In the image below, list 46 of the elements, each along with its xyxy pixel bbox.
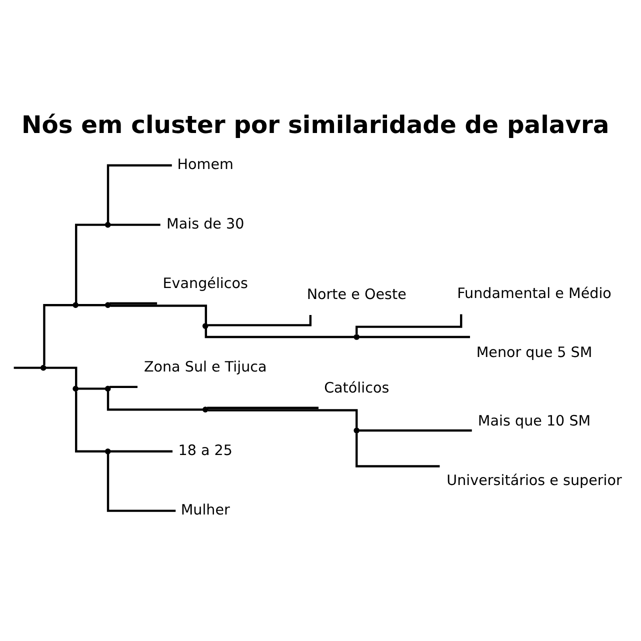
connector: [204, 328, 354, 338]
connector: [110, 302, 158, 304]
connector: [75, 224, 106, 303]
node-point: [72, 302, 79, 308]
diagram-title: Nós em cluster por similaridade de palavra: [21, 111, 610, 140]
node-point: [202, 323, 208, 329]
node-point: [104, 222, 111, 228]
node-point: [354, 428, 360, 434]
connector: [110, 304, 208, 324]
connector: [359, 429, 472, 432]
connector: [106, 391, 203, 411]
connector: [110, 386, 138, 388]
node-point: [40, 364, 46, 371]
node-text: Norte e Oeste: [306, 286, 406, 303]
node-text: Católicos: [324, 380, 390, 396]
node-point: [202, 406, 208, 413]
connector: [110, 450, 173, 452]
node-text: Mulher: [180, 502, 230, 519]
node-text: Menor que 5 SM: [476, 345, 592, 362]
connector: [14, 366, 41, 369]
node-text: Fundamental e Médio: [457, 286, 612, 302]
node-point: [104, 448, 111, 454]
connector: [75, 391, 106, 452]
connector: [106, 164, 172, 222]
node-text: Homem: [177, 157, 234, 174]
connector: [356, 433, 440, 468]
connector: [46, 366, 78, 386]
connector: [208, 409, 358, 428]
node-text: Zona Sul e Tijuca: [144, 360, 267, 376]
node-point: [104, 302, 111, 308]
connector: [78, 304, 106, 306]
node-point: [104, 386, 111, 392]
node-text: Mais que 10 SM: [478, 413, 591, 430]
connector: [359, 336, 470, 338]
node-text: Mais de 30: [166, 216, 244, 233]
connector: [43, 304, 74, 366]
connector: [106, 454, 176, 512]
node-text: Universitários e superior: [446, 472, 622, 489]
connector: [78, 388, 106, 390]
node-point: [72, 386, 79, 392]
connector: [208, 315, 312, 326]
connector: [207, 406, 319, 409]
node-text: Evangélicos: [162, 276, 248, 292]
node-point: [354, 334, 360, 340]
node-text: 18 a 25: [178, 443, 232, 460]
connector: [110, 224, 160, 226]
